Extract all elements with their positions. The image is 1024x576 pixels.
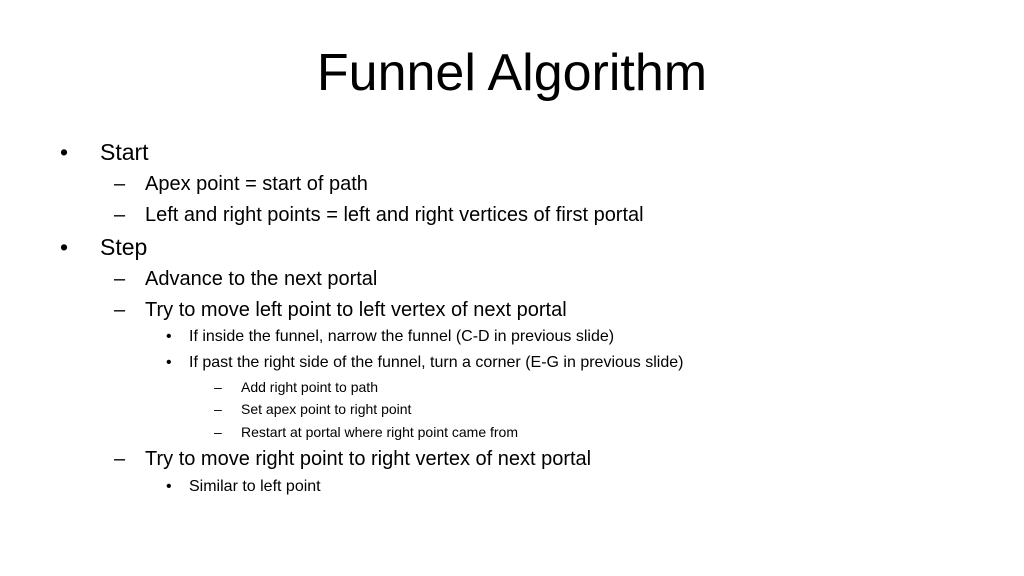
bullet-text: Try to move right point to right vertex … (145, 448, 592, 470)
bullet-marker: – (114, 268, 126, 290)
bullet-marker: • (60, 139, 69, 165)
bullet-text: Start (100, 139, 149, 165)
bullet-marker: • (166, 478, 172, 495)
bullet-marker: – (214, 424, 222, 440)
bullet-marker: – (114, 299, 126, 321)
bullet-text: Restart at portal where right point came… (241, 424, 519, 440)
bullet-marker: – (114, 204, 126, 226)
bullet-text: If inside the funnel, narrow the funnel … (189, 328, 615, 345)
bullet-text: Step (100, 234, 148, 260)
bullet-text: Advance to the next portal (145, 268, 378, 290)
bullet-marker: • (60, 234, 69, 260)
bullet-text: If past the right side of the funnel, tu… (189, 354, 684, 371)
bullet-marker: – (214, 379, 222, 395)
slide-title: Funnel Algorithm (316, 44, 708, 102)
bullet-text: Apex point = start of path (145, 173, 368, 195)
bullet-text: Set apex point to right point (241, 401, 412, 417)
bullet-marker: – (214, 401, 222, 417)
bullet-text: Try to move left point to left vertex of… (145, 299, 567, 321)
bullet-marker: – (114, 173, 126, 195)
bullet-text: Left and right points = left and right v… (145, 204, 644, 226)
bullet-marker: – (114, 448, 126, 470)
bullet-marker: • (166, 354, 172, 371)
bullet-text: Add right point to path (241, 379, 378, 395)
bullet-marker: • (166, 328, 172, 345)
bullet-text: Similar to left point (189, 478, 321, 495)
